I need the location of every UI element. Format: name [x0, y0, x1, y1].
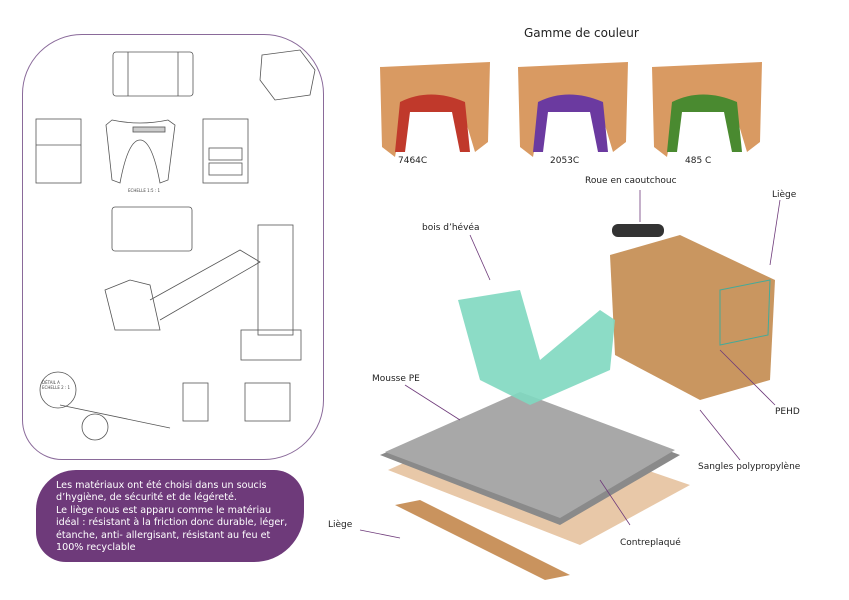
- swatch-label: 2053C: [550, 156, 580, 166]
- technical-drawing-views: [35, 49, 316, 441]
- label-hdpe: PEHD: [775, 407, 800, 417]
- label-wheel: Roue en caoutchouc: [585, 176, 677, 186]
- label-plywood: Contreplaqué: [620, 538, 681, 548]
- scale-label: ECHELLE 1:5 : 1: [128, 188, 160, 193]
- label-cork-top: Liège: [772, 190, 797, 200]
- label-wood: bois d’hévéa: [422, 223, 480, 233]
- note-line: Les matériaux ont été choisi dans un sou…: [56, 480, 267, 504]
- detail-label: DÉTAIL A ECHELLE 2 : 1: [42, 380, 71, 390]
- exploded-view: [380, 224, 775, 580]
- label-straps: Sangles polypropylène: [698, 462, 801, 472]
- materials-note: Les matériaux ont été choisi dans un sou…: [36, 470, 304, 562]
- label-cork-bottom: Liège: [328, 520, 353, 530]
- swatch-label: 485 C: [685, 156, 712, 166]
- swatch-label: 7464C: [398, 156, 428, 166]
- color-range-title: Gamme de couleur: [524, 26, 639, 40]
- leader-lines: [359, 190, 781, 539]
- color-swatch-images: [380, 62, 762, 157]
- note-line: Le liège nous est apparu comme le matéri…: [56, 504, 288, 554]
- technical-drawing-frame: [22, 34, 324, 460]
- label-foam: Mousse PE: [372, 374, 420, 384]
